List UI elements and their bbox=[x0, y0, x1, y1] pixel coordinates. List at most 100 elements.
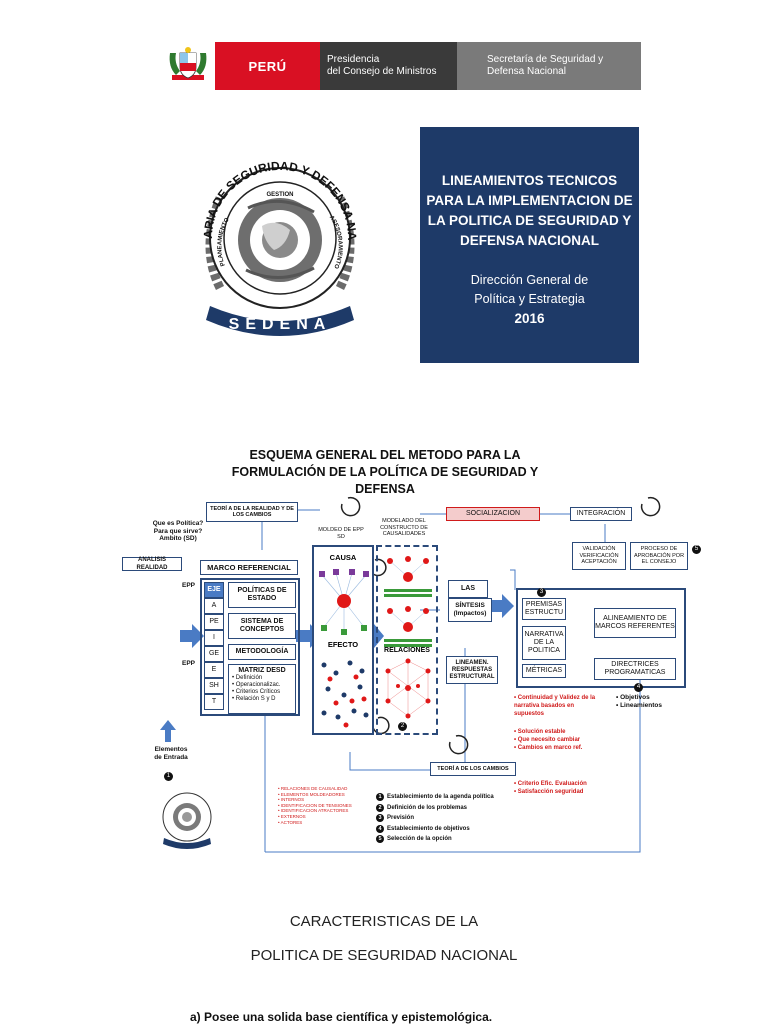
sedena-logo: SECRETARIA DE SEGURIDAD Y DEFENSA NACION… bbox=[185, 127, 370, 344]
pcm-line-1: Presidencia bbox=[327, 54, 380, 65]
las-box: LAS bbox=[448, 580, 488, 598]
politicas-estado-box: POLÍTICAS DE ESTADO bbox=[228, 582, 296, 608]
eje-cell: PE bbox=[204, 614, 224, 630]
title-line-4: DEFENSA NACIONAL bbox=[459, 233, 599, 248]
peru-label: PERÚ bbox=[215, 42, 320, 90]
eje-cell: T bbox=[204, 694, 224, 710]
pcm-line-2: del Consejo de Ministros bbox=[327, 66, 437, 77]
step-number-badge: 2 bbox=[376, 803, 384, 812]
epp-bottom-label: EPP bbox=[182, 660, 196, 667]
metodologia-box: METODOLOGÍA bbox=[228, 644, 296, 660]
criterio-note: • Solución estable bbox=[514, 729, 566, 735]
criterio-note: • Satisfacción seguridad bbox=[514, 789, 584, 795]
alineamiento-box: ALINEAMIENTO DE MARCOS REFERENTES bbox=[594, 608, 676, 638]
elementos-entrada-label: Elementos de Entrada bbox=[148, 746, 194, 761]
section-title-line-2: POLITICA DE SEGURIDAD NACIONAL bbox=[250, 947, 518, 964]
causalidad-item: • INTERNOS bbox=[278, 797, 305, 803]
government-header: PERÚ Presidencia del Consejo de Ministro… bbox=[160, 42, 641, 90]
analisis-realidad-box: ANALISIS REALIDAD bbox=[122, 557, 182, 571]
validacion-box: VALIDACIÓN VERIFICACIÓN ACEPTACIÓN bbox=[572, 542, 626, 570]
criterio-note: • Criterio Efic. Evaluación bbox=[514, 781, 587, 787]
premisas-box: PREMISAS ESTRUCTU bbox=[522, 598, 566, 620]
causalidad-item: • ACTORES bbox=[278, 819, 303, 825]
matriz-item: • Definición bbox=[232, 675, 263, 681]
marker-badge: 5 bbox=[692, 545, 701, 554]
pcm-label: Presidencia del Consejo de Ministros bbox=[320, 42, 457, 90]
method-diagram: TEORÍ A DE LA REALIDAD Y DE LOS CAMBIOS … bbox=[120, 490, 701, 860]
step-number-badge: 1 bbox=[376, 793, 384, 802]
causalidad-item: • IDENTIFICACION ATRACTORES bbox=[278, 808, 349, 814]
coat-of-arms-icon bbox=[160, 42, 215, 90]
document-year: 2016 bbox=[514, 311, 545, 326]
metricas-box: MÉTRICAS bbox=[522, 664, 566, 678]
sedena-line-1: Secretaría de Seguridad y bbox=[487, 54, 604, 65]
eje-column: EJE A PE I GE E SH T bbox=[204, 582, 224, 710]
logo-gestion-text: GESTION bbox=[266, 192, 293, 198]
causalidad-item: • EXTERNOS bbox=[278, 813, 306, 819]
solucion-notes: • Solución estable • Que necesito cambia… bbox=[514, 728, 604, 752]
eje-cell: E bbox=[204, 662, 224, 678]
sistema-conceptos-box: SISTEMA DE CONCEPTOS bbox=[228, 613, 296, 639]
matriz-item: • Relación S y D bbox=[232, 696, 276, 702]
sintesis-box: SÍNTESIS (Impactos) bbox=[448, 598, 492, 622]
subtitle-line-1: Dirección General de bbox=[470, 273, 589, 287]
section-title-line-1: CARACTERISTICAS DE LA bbox=[289, 913, 479, 930]
cycle-arrow-icon bbox=[448, 734, 469, 755]
epp-top-label: EPP bbox=[182, 582, 196, 589]
eje-cell: A bbox=[204, 598, 224, 614]
scheme-title-line-2: FORMULACIÓN DE LA POLÍTICA DE SEGURIDAD … bbox=[231, 465, 539, 496]
moldeo-label: MOLDEO DE EPP SD bbox=[318, 527, 364, 540]
title-line-1: LINEAMIENTOS TECNICOS bbox=[441, 173, 618, 188]
sedena-label: Secretaría de Seguridad y Defensa Nacion… bbox=[457, 42, 641, 90]
criterio-note: • Cambios en marco ref. bbox=[514, 745, 583, 751]
relaciones-label: RELACIONES bbox=[378, 647, 436, 654]
step-number-badge: 4 bbox=[376, 824, 384, 833]
title-line-2: PARA LA IMPLEMENTACION DE bbox=[426, 193, 633, 208]
sedena-emblem-icon: SECRETARIA DE SEGURIDAD Y DEFENSA NACION… bbox=[185, 127, 359, 336]
teoria-realidad-box: TEORÍ A DE LA REALIDAD Y DE LOS CAMBIOS bbox=[206, 502, 298, 522]
relaciones-network-icon bbox=[384, 556, 432, 719]
step-label: Establecimiento de objetivos bbox=[387, 825, 470, 832]
relaciones-causalidad-list: • RELACIONES DE CAUSALIDAD • ELEMENTOS M… bbox=[278, 786, 378, 825]
document-title: LINEAMIENTOS TECNICOS PARA LA IMPLEMENTA… bbox=[420, 171, 639, 251]
matriz-title: MATRIZ DESD bbox=[238, 667, 286, 674]
proceso-aprobacion-box: PROCESO DE APROBACIÓN POR EL CONSEJO bbox=[630, 542, 688, 570]
criterio-note: • Continuidad y Validez de la narrativa … bbox=[514, 695, 596, 717]
causalidad-item: • IDENTIFICACION DE TENSIONES bbox=[278, 802, 352, 808]
modelado-label: MODELADO DEL CONSTRUCTO DE CAUSALIDADES bbox=[380, 518, 428, 537]
characteristic-item-a: a) Posee una solida base científica y ep… bbox=[190, 1010, 493, 1024]
eje-cell: SH bbox=[204, 678, 224, 694]
subtitle-line-2: Política y Estrategia bbox=[474, 292, 585, 306]
elementos-line-1: Elementos bbox=[154, 746, 188, 753]
eje-cell: GE bbox=[204, 646, 224, 662]
marker-badge: 4 bbox=[634, 683, 643, 692]
matriz-item: • Criterios Críticos bbox=[232, 689, 281, 695]
que-es-line-3: Ambito (SD) bbox=[159, 535, 197, 542]
que-es-line-2: Para que sirve? bbox=[153, 527, 203, 535]
title-line-3: LA POLITICA DE SEGURIDAD Y bbox=[427, 213, 632, 228]
causalidad-item: • RELACIONES DE CAUSALIDAD bbox=[278, 786, 348, 791]
step-number-badge: 5 bbox=[376, 835, 384, 844]
eje-cell: EJE bbox=[204, 582, 224, 598]
step-label: Previsión bbox=[387, 815, 415, 821]
step-label: Selección de la opción bbox=[387, 836, 452, 842]
step-label: Definición de los problemas bbox=[387, 804, 468, 811]
directrices-box: DIRECTRICES PROGRAMATICAS bbox=[594, 658, 676, 680]
criterio-note: • Que necesito cambiar bbox=[514, 737, 581, 743]
evaluacion-notes: • Criterio Efic. Evaluación • Satisfacci… bbox=[514, 780, 604, 796]
marker-badge: 2 bbox=[398, 722, 407, 731]
marco-container bbox=[200, 578, 300, 716]
matriz-item: • Operacionalizac. bbox=[232, 682, 281, 688]
causalidad-item: • ELEMENTOS MOLDEADORES bbox=[278, 791, 345, 797]
politica-container bbox=[516, 588, 686, 688]
objetivos-item: • Objetivos bbox=[616, 694, 650, 701]
matriz-desd-box: MATRIZ DESD • Definición • Operacionaliz… bbox=[228, 664, 296, 714]
marco-referencial-box: MARCO REFERENCIAL bbox=[200, 560, 298, 575]
logo-banner-text: SEDENA bbox=[229, 316, 332, 333]
section-title: CARACTERISTICAS DE LA POLITICA DE SEGURI… bbox=[200, 905, 568, 973]
marker-badge: 3 bbox=[537, 588, 546, 597]
